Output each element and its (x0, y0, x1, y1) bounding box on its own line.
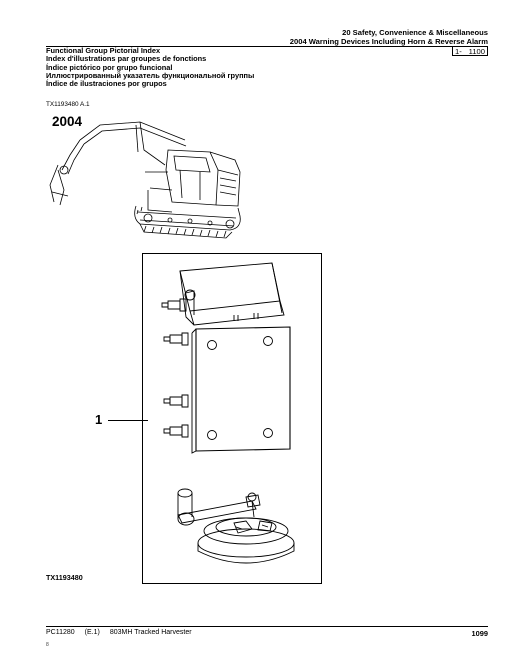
alarm-bracket-illustration (161, 262, 295, 564)
title-english: Functional Group Pictorial Index (46, 46, 161, 55)
header-rule (46, 46, 488, 47)
multilingual-titles: Functional Group Pictorial Index Index d… (46, 46, 255, 89)
title-portuguese: Índice pictórico por grupo funcional (46, 62, 173, 72)
footer-rule (46, 626, 488, 627)
page-ref-right: 1100 (468, 46, 485, 56)
footer-small-mark: 8 (46, 642, 49, 648)
group-code: 2004 (52, 114, 83, 129)
harvester-illustration (49, 121, 241, 239)
callout-number: 1 (95, 412, 103, 427)
page-number: 1099 (471, 629, 488, 638)
illustration-reference: TX1193480 A.1 (46, 101, 90, 108)
title-french: Index d'illustrations par groupes de fon… (46, 54, 207, 64)
page-ref-left: 1- (455, 46, 462, 56)
title-russian: Иллюстрированный указатель функционально… (46, 70, 255, 80)
footer-left: PC11280 (E.1) 803MH Tracked Harvester (46, 629, 192, 636)
page-reference-box: 1- 1100 (452, 47, 488, 56)
machine-name: 803MH Tracked Harvester (109, 629, 192, 636)
figure-code: TX1193480 (46, 573, 83, 582)
callout-leader-line (108, 420, 148, 421)
edition: (E.1) (84, 629, 100, 636)
catalog-number: PC11280 (46, 629, 75, 636)
title-spanish: Índice de ilustraciones por grupos (46, 79, 167, 89)
section-title: 20 Safety, Convenience & Miscellaneous (342, 28, 488, 37)
detail-frame (142, 253, 322, 584)
group-title: 2004 Warning Devices Including Horn & Re… (289, 37, 488, 46)
